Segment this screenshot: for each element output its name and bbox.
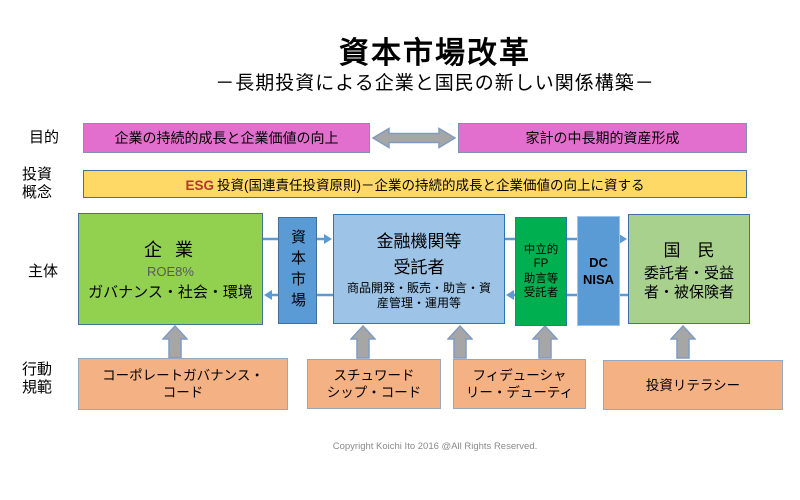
row-label-purpose: 目的 xyxy=(29,129,60,146)
company-name: 企 業 xyxy=(143,240,197,260)
copyright-notice: Copyright Koichi Ito 2016 @All Rights Re… xyxy=(332,441,538,452)
up-arrow-fiduciary-to-financial-icon xyxy=(447,325,473,359)
household-asset-goal-text: 家計の中長期的資産形成 xyxy=(525,130,680,146)
up-arrow-fiduciary-to-fp-icon xyxy=(532,325,558,359)
esg-description: 投資(国連責任投資原則)－企業の持続的成長と企業価値の向上に資する xyxy=(217,178,645,193)
box-corporate-governance-code: コーポレートガバナンス・ コード xyxy=(78,358,288,410)
capital-market-text: 資本市場 xyxy=(289,228,306,313)
page-title: 資本市場改革 xyxy=(339,37,531,70)
row-label-subject: 主体 xyxy=(28,263,59,280)
esg-label: ESG xyxy=(185,178,214,193)
box-neutral-fp: 中立的 FP 助言等 受託者 xyxy=(515,217,567,326)
financial-institutions-detail: 商品開発・販売・助言・資 産管理・運用等 xyxy=(346,281,491,310)
corporate-growth-goal-text: 企業の持続的成長と企業価値の向上 xyxy=(114,130,339,146)
up-arrow-stewardship-to-financial-icon xyxy=(350,325,376,359)
bidirectional-arrow-icon xyxy=(372,127,456,149)
box-company: 企 業 ROE8% ガバナンス・社会・環境 xyxy=(78,213,263,325)
up-arrow-governance-to-company-icon xyxy=(162,325,188,359)
financial-institutions-role: 受託者 xyxy=(393,258,445,277)
box-fiduciary-duty: フィデューシャ リー・デューティ xyxy=(453,359,586,409)
box-investment-literacy: 投資リテラシー xyxy=(603,360,783,410)
citizens-name: 国 民 xyxy=(663,241,715,260)
company-detail: ガバナンス・社会・環境 xyxy=(88,284,253,301)
company-roe: ROE8% xyxy=(147,264,194,279)
box-dc-nisa: DC NISA xyxy=(577,216,620,326)
up-arrow-literacy-to-citizens-icon xyxy=(670,325,696,359)
investment-literacy-text: 投資リテラシー xyxy=(645,377,741,393)
box-citizens: 国 民 委託者・受益 者・被保険者 xyxy=(628,214,750,324)
box-financial-institutions: 金融機関等 受託者 商品開発・販売・助言・資 産管理・運用等 xyxy=(333,214,505,324)
box-household-asset-goal: 家計の中長期的資産形成 xyxy=(458,123,747,153)
row-label-investment-concept: 投資 概念 xyxy=(22,166,53,201)
box-capital-market: 資本市場 xyxy=(278,217,317,324)
page-subtitle: －長期投資による企業と国民の新しい関係構築－ xyxy=(215,73,655,94)
box-corporate-growth-goal: 企業の持続的成長と企業価値の向上 xyxy=(83,123,370,153)
box-stewardship-code: スチュワード シップ・コード xyxy=(307,359,441,409)
citizens-detail: 委託者・受益 者・被保険者 xyxy=(643,265,734,301)
financial-institutions-name: 金融機関等 xyxy=(376,232,462,251)
row-label-code-of-conduct: 行動 規範 xyxy=(22,361,53,396)
